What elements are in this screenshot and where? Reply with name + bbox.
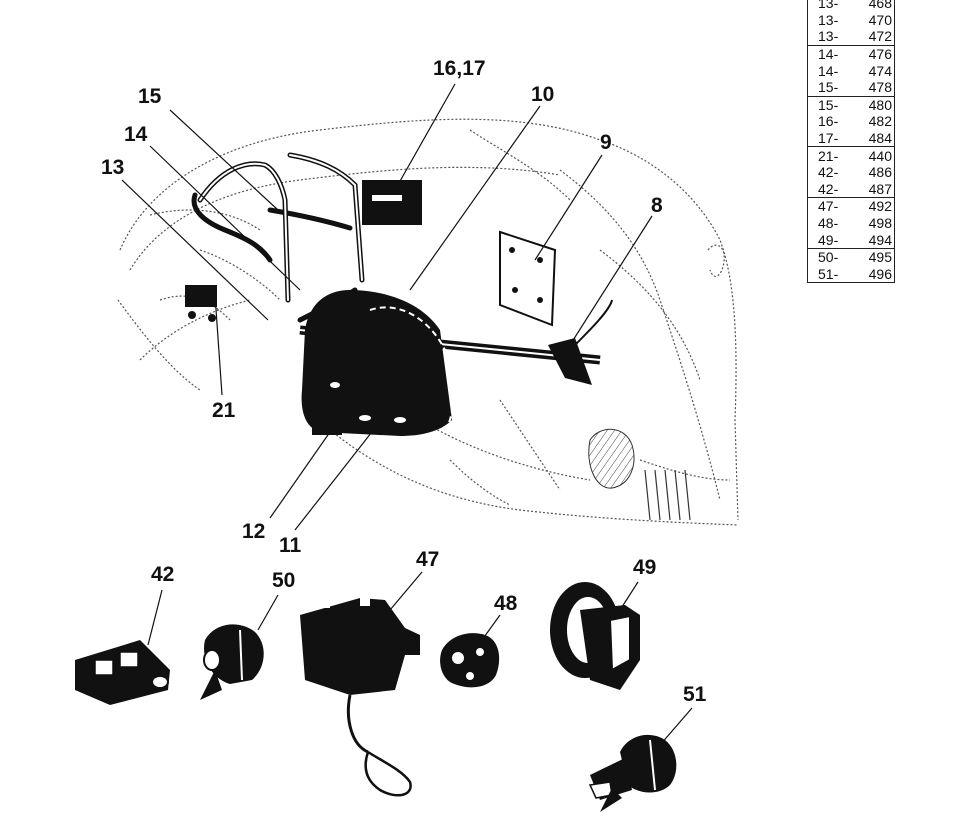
connector-8 [548,338,592,385]
ref-group-2: 14-476 14-474 15-478 [807,45,895,97]
callout-11: 11 [279,534,302,557]
table-row: 49-494 [818,231,892,248]
harness-inner [199,154,363,301]
table-row: 13-472 [818,28,892,45]
table-row: 51-496 [818,265,892,282]
part-42-valve-block [75,640,170,705]
callout-47: 47 [416,548,440,571]
ref-group-4: 21-440 42-486 42-487 [807,146,895,198]
callout-16-17: 16,17 [433,57,486,80]
callout-15: 15 [138,85,162,108]
callout-49: 49 [633,556,657,579]
battery-cover-ribs [369,306,454,426]
callout-10: 10 [531,83,555,106]
table-row: 13-468 [818,0,892,12]
table-row: 50-495 [818,249,892,266]
table-row: 21-440 [818,147,892,164]
grille-slots [644,469,691,521]
callout-48: 48 [494,592,518,615]
wire-8 [574,299,613,346]
ref-group-3: 15-480 16-482 17-484 [807,96,895,147]
battery-cover-10-11-12 [301,290,452,436]
bracket-9 [499,230,557,327]
battery-base [312,405,342,435]
callout-9: 9 [600,131,612,154]
table-row: 15-480 [818,96,892,113]
table-row: 47-492 [818,198,892,215]
bracket-9-fasteners [509,247,543,303]
callout-51: 51 [683,683,707,706]
part-51-plug [588,734,677,812]
table-row: 14-476 [818,46,892,63]
callout-8: 8 [651,194,663,217]
ref-group-5: 47-492 48-498 49-494 [807,197,895,249]
part-47-module [300,598,420,797]
table-row: 14-474 [818,62,892,79]
tractor-outline [117,118,739,526]
callout-14: 14 [124,123,148,146]
part-50-plug [200,624,264,700]
part-48-connector [440,633,500,688]
table-row: 13-470 [818,11,892,28]
grille-hatch [588,428,635,489]
battery-cover-slots [330,382,406,423]
control-module-16-17 [362,180,422,225]
reference-table: 13-468 13-470 13-472 14-476 14-474 15-47… [807,0,895,283]
ref-group-6: 50-495 51-496 [807,248,895,283]
part-49-grommet [550,582,640,690]
table-row: 42-487 [818,180,892,197]
callout-13: 13 [101,156,125,179]
callout-21: 21 [212,399,236,422]
table-row: 16-482 [818,113,892,130]
ref-group-1: 13-468 13-470 13-472 [807,0,895,46]
callout-12: 12 [242,520,266,543]
table-row: 17-484 [818,130,892,147]
control-module-vents [372,195,402,201]
table-row: 48-498 [818,215,892,232]
callout-42: 42 [151,563,175,586]
table-row: 42-486 [818,164,892,181]
leader-lines [121,83,693,746]
connector-21 [185,285,217,322]
table-row: 15-478 [818,79,892,96]
callout-50: 50 [272,569,296,592]
